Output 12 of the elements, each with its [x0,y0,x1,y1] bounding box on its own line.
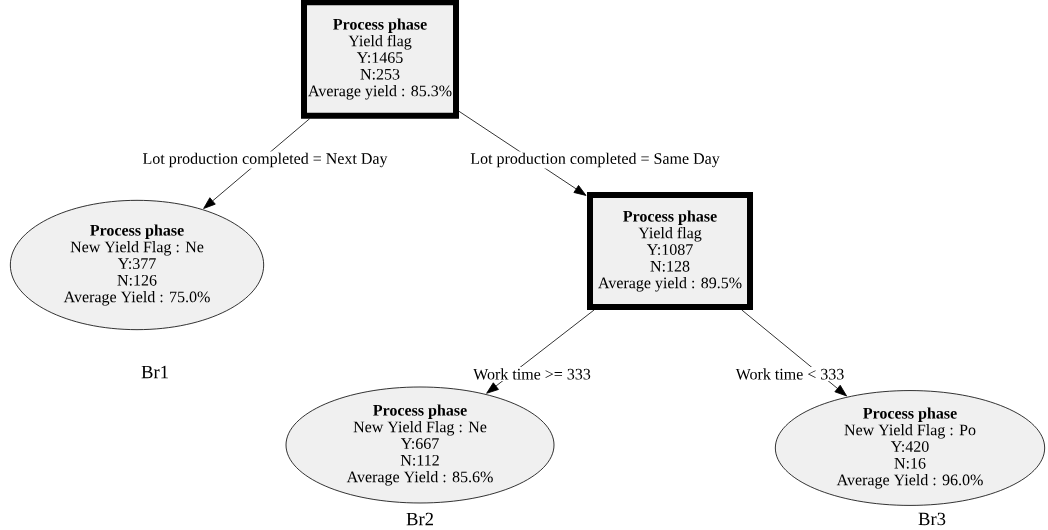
arrow [203,118,311,209]
edge-label: Lot production completed = Same Day [468,151,722,169]
decision-box: Process phase Yield flag Y:1465 N:253 Average yield : 85.3% [301,0,459,119]
arrow [741,309,847,397]
branch-label: Br3 [918,512,946,526]
arrow [486,309,595,394]
edge-label: Work time >= 333 [471,367,593,381]
branch-label: Br2 [406,512,433,526]
edge-label: Work time < 333 [734,367,846,381]
edge-label: Lot production completed = Next Day [141,151,389,169]
branch-label: Br1 [141,365,168,379]
decision-box: Process phase Yield flag Y:1087 N:128 Average yield : 89.5% [587,192,753,310]
